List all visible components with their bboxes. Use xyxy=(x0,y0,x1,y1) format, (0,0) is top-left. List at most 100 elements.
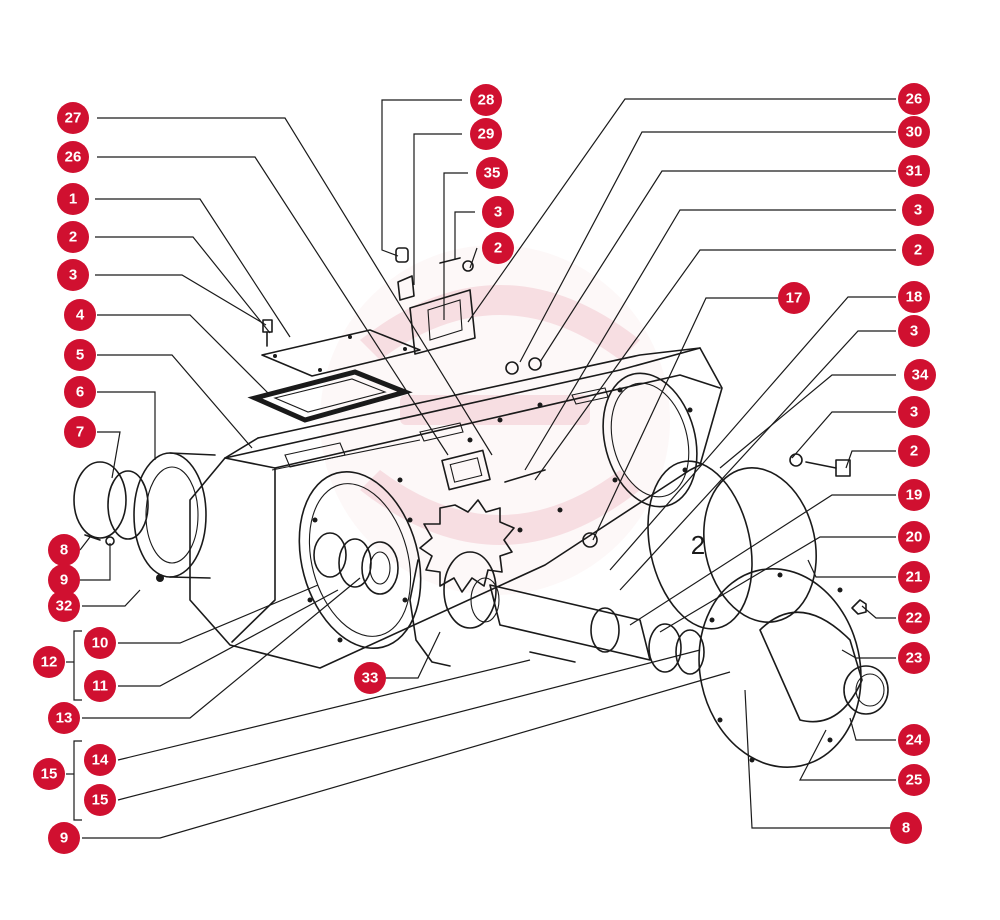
callout-badge: 25 xyxy=(898,764,930,796)
callout-badge: 3 xyxy=(898,396,930,428)
svg-text:19: 19 xyxy=(906,487,923,504)
callout-badge: 9 xyxy=(48,564,80,596)
callout-badge: 33 xyxy=(354,662,386,694)
svg-text:4: 4 xyxy=(76,307,85,324)
callout-badge: 27 xyxy=(57,102,89,134)
callout-badge: 9 xyxy=(48,822,80,854)
callout-badge: 15 xyxy=(84,784,116,816)
svg-text:27: 27 xyxy=(65,110,82,127)
svg-text:6: 6 xyxy=(76,384,84,401)
svg-text:21: 21 xyxy=(906,569,923,586)
callout-badge: 15 xyxy=(33,758,65,790)
cover-bolt xyxy=(262,319,273,347)
callout-badge: 2 xyxy=(902,234,934,266)
callout-badge: 14 xyxy=(84,744,116,776)
callout-badge: 3 xyxy=(898,315,930,347)
callout-badge: 29 xyxy=(470,118,502,150)
callout-badge: 12 xyxy=(33,646,65,678)
cover-gasket xyxy=(247,369,413,423)
callout-badge: 34 xyxy=(904,359,936,391)
callout-badge: 7 xyxy=(64,416,96,448)
svg-text:34: 34 xyxy=(912,367,929,384)
watermark-logo xyxy=(320,245,670,595)
callout-badge: 19 xyxy=(898,479,930,511)
callout-badges: 28 29 35 3 2 27 26 1 2 3 4 5 6 7 8 9 32 … xyxy=(33,83,936,854)
svg-text:20: 20 xyxy=(906,529,923,546)
left-bolt-nut xyxy=(84,534,115,546)
svg-text:8: 8 xyxy=(902,820,910,837)
svg-text:22: 22 xyxy=(906,610,923,627)
inspection-plate xyxy=(441,449,546,491)
callout-badge: 22 xyxy=(898,602,930,634)
callout-badge: 23 xyxy=(898,642,930,674)
callout-badge: 30 xyxy=(898,116,930,148)
callout-badge: 2 xyxy=(482,232,514,264)
svg-text:3: 3 xyxy=(494,204,502,221)
svg-text:26: 26 xyxy=(906,91,923,108)
breather-assembly xyxy=(395,247,476,355)
svg-text:9: 9 xyxy=(60,830,68,847)
svg-text:1: 1 xyxy=(69,191,77,208)
svg-text:3: 3 xyxy=(910,323,918,340)
right-gasket-disc xyxy=(647,460,817,630)
callout-badge: 32 xyxy=(48,590,80,622)
svg-text:3: 3 xyxy=(910,404,918,421)
svg-text:30: 30 xyxy=(906,124,923,141)
svg-text:25: 25 xyxy=(906,772,923,789)
svg-text:2: 2 xyxy=(69,229,77,246)
callout-badge: 13 xyxy=(48,702,80,734)
gearbox-housing xyxy=(189,347,723,669)
callout-badge: 2 xyxy=(898,435,930,467)
callout-badge: 5 xyxy=(64,339,96,371)
svg-text:24: 24 xyxy=(906,732,923,749)
svg-text:10: 10 xyxy=(92,635,109,652)
svg-text:33: 33 xyxy=(362,670,379,687)
sprocket xyxy=(409,499,515,667)
svg-text:9: 9 xyxy=(60,572,68,589)
svg-text:12: 12 xyxy=(41,654,58,671)
callout-badge: 8 xyxy=(48,534,80,566)
callout-badge: 3 xyxy=(57,259,89,291)
callout-badge: 1 xyxy=(57,183,89,215)
left-flange-hub xyxy=(73,452,216,582)
callout-badge: 24 xyxy=(898,724,930,756)
svg-text:35: 35 xyxy=(484,165,501,182)
callout-badge: 28 xyxy=(470,84,502,116)
svg-text:5: 5 xyxy=(76,347,84,364)
svg-text:11: 11 xyxy=(92,678,108,695)
callout-badge: 26 xyxy=(57,141,89,173)
svg-text:32: 32 xyxy=(56,598,73,615)
callout-badge: 26 xyxy=(898,83,930,115)
svg-text:31: 31 xyxy=(906,163,923,180)
svg-text:2: 2 xyxy=(494,240,502,257)
front-shaft-bearing xyxy=(313,532,399,595)
svg-text:3: 3 xyxy=(914,202,922,219)
callout-badge: 3 xyxy=(482,196,514,228)
svg-text:15: 15 xyxy=(92,792,109,809)
callout-badge: 2 xyxy=(57,221,89,253)
output-shaft xyxy=(489,584,705,675)
svg-text:28: 28 xyxy=(478,92,495,109)
leader-lines xyxy=(66,98,896,839)
inline-label: 2 xyxy=(691,530,705,560)
svg-text:3: 3 xyxy=(69,267,77,284)
callout-badge: 35 xyxy=(476,157,508,189)
svg-text:23: 23 xyxy=(906,650,923,667)
right-end-cover xyxy=(698,567,889,769)
svg-text:2: 2 xyxy=(914,242,922,259)
callout-badge: 21 xyxy=(898,561,930,593)
svg-text:7: 7 xyxy=(76,424,84,441)
callout-badge: 6 xyxy=(64,376,96,408)
svg-text:14: 14 xyxy=(92,752,109,769)
callout-badge: 18 xyxy=(898,281,930,313)
svg-text:13: 13 xyxy=(56,710,73,727)
callout-badge: 4 xyxy=(64,299,96,331)
svg-text:18: 18 xyxy=(906,289,923,306)
svg-text:15: 15 xyxy=(41,766,58,783)
callout-badge: 17 xyxy=(778,282,810,314)
svg-text:17: 17 xyxy=(786,290,803,307)
right-bolt-set xyxy=(789,453,867,615)
housing-plugs xyxy=(505,357,598,548)
callout-badge: 11 xyxy=(84,670,116,702)
